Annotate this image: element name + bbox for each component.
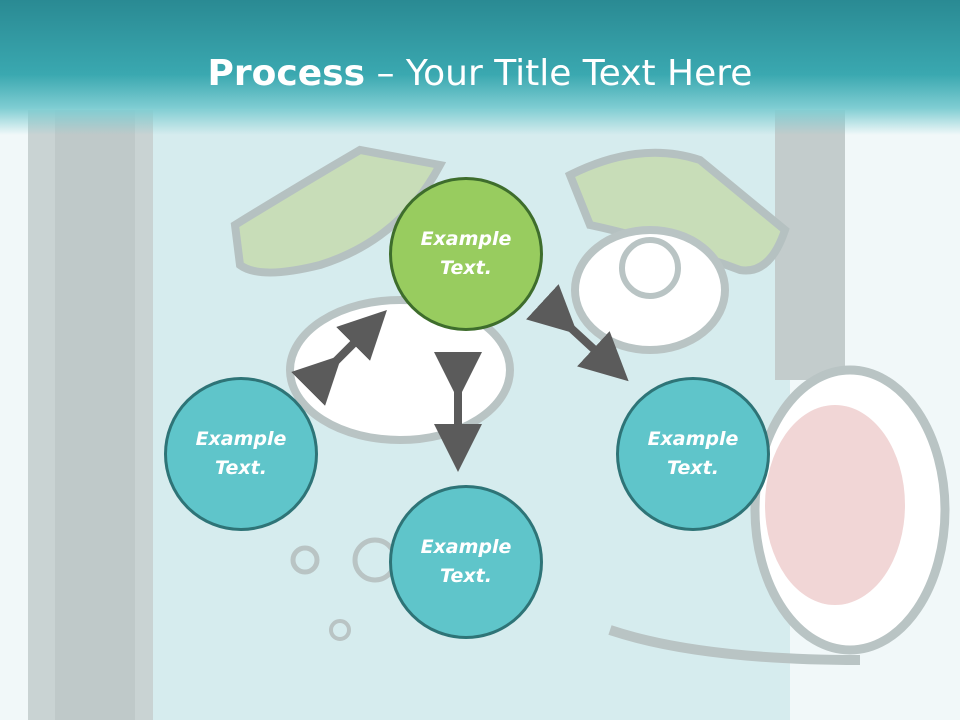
node-right-line2: Text.: [667, 457, 719, 479]
node-left-line2: Text.: [215, 457, 267, 479]
title-bold: Process: [207, 53, 366, 94]
node-right-line1: Example: [647, 428, 739, 450]
node-top-line2: Text.: [440, 257, 492, 279]
node-top-line1: Example: [420, 228, 512, 250]
node-bottom-line1: Example: [420, 536, 512, 558]
node-bottom-line2: Text.: [440, 565, 492, 587]
slide-title: Process – Your Title Text Here: [0, 50, 960, 98]
title-rest: – Your Title Text Here: [365, 53, 753, 94]
title-bar: [0, 0, 960, 135]
node-left-line1: Example: [195, 428, 287, 450]
